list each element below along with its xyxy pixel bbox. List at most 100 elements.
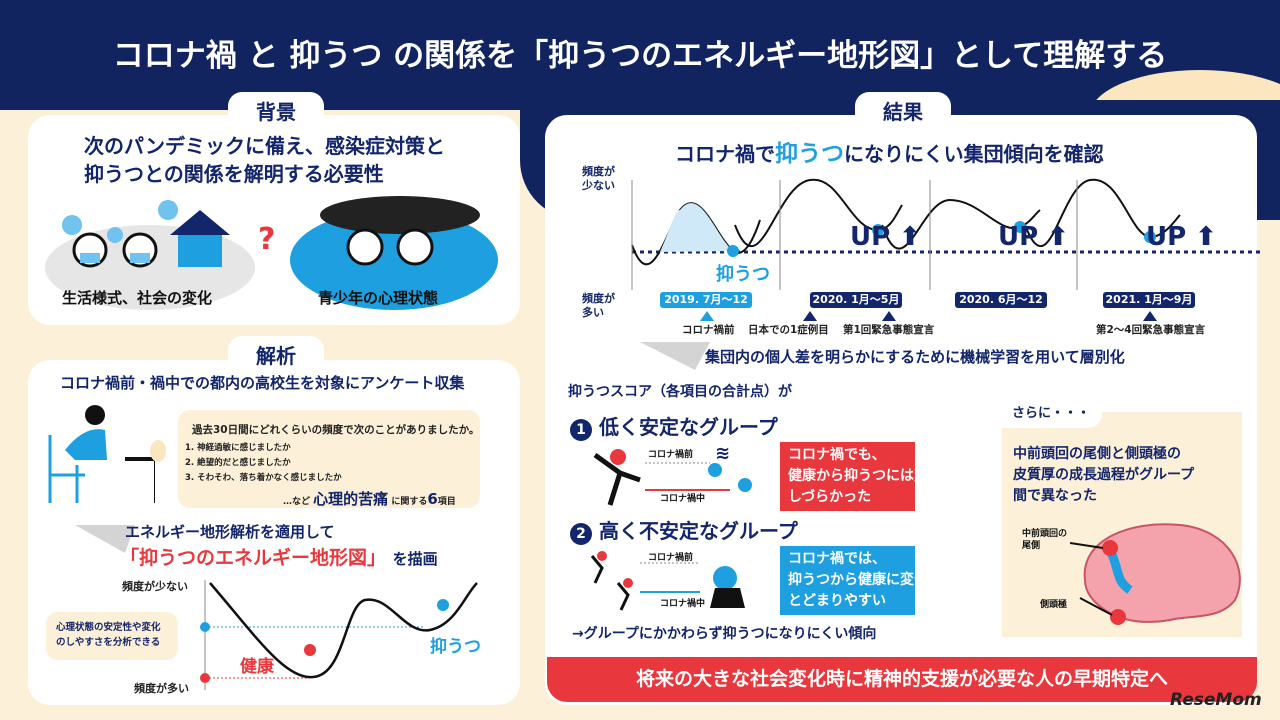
axis-top-label: 頻度が少ない: [122, 580, 188, 593]
survey-etc: …など 心理的苦痛 に関する6項目: [283, 488, 456, 509]
question-mark-icon: ?: [258, 222, 276, 257]
group2-number-badge: 2: [570, 523, 592, 545]
etc-count: 6: [427, 490, 438, 508]
event-marker: [1143, 311, 1157, 321]
group2-before-label: コロナ禍前: [648, 553, 694, 563]
event-label: コロナ禍前: [682, 324, 735, 336]
apply-line: エネルギー地形解析を適用して: [125, 523, 335, 541]
landscape-series-diagram: [631, 178, 1260, 290]
background-heading-1: 次のパンデミックに備え、感染症対策と: [84, 134, 445, 158]
society-label: 生活様式、社会の変化: [62, 289, 213, 307]
further-tab: さらに・・・: [1012, 406, 1091, 421]
youth-faces-icon: [346, 228, 434, 266]
down-arrow-icon: [640, 342, 710, 370]
etc-keyword: 心理的苦痛: [313, 490, 389, 508]
further-line: 間で異なった: [1013, 488, 1097, 504]
group2-transition-illustration: [590, 551, 745, 611]
thought-bubble-icon: [150, 440, 166, 462]
analysis-heading: コロナ禍前・禍中での都内の高校生を対象にアンケート収集: [60, 374, 465, 392]
dark-cloud-icon: [320, 196, 480, 234]
event-marker: [882, 311, 896, 321]
etc-unit: 項目: [437, 497, 456, 507]
event-label: 第1回緊急事態宣言: [843, 324, 935, 336]
up-label: UP ⬆: [850, 222, 922, 252]
period-badge: 2020. 1月～5月: [810, 292, 902, 308]
tab-background: 背景: [228, 92, 324, 124]
group1-title: 1 低く安定なグループ: [570, 411, 778, 441]
group1-result-line: コロナ禍でも、: [788, 447, 886, 463]
axis-bottom-label: 頻度が多い: [134, 682, 189, 695]
further-tab-bg: [1002, 400, 1102, 428]
healthy-label: 健康: [240, 657, 274, 677]
group1-result-line: しづらかった: [788, 489, 872, 505]
survey-question: 過去30日間にどれくらいの頻度で次のことがありましたか。: [192, 424, 480, 436]
further-line: 皮質厚の成長過程がグループ: [1013, 467, 1195, 483]
people-virus-house-icon: [62, 200, 230, 268]
group1-before-label: コロナ禍前: [648, 450, 694, 460]
analysis-note: 心理状態の安定性や変化のしやすさを分析できる: [46, 612, 178, 660]
student-at-desk-icon: [48, 405, 155, 503]
group2-title: 2 高く不安定なグループ: [570, 515, 798, 545]
page-title: コロナ禍 と 抑うつ の関係を「抑うつのエネルギー地形図」として理解する: [112, 38, 1168, 74]
group1-transition-illustration: [593, 449, 752, 506]
group1-during-label: コロナ禍中: [660, 494, 706, 504]
brain-illustration: [1070, 523, 1241, 625]
map-title-line: 「抑うつのエネルギー地形図」 を描画: [120, 543, 438, 570]
tab-analysis: 解析: [228, 336, 324, 368]
period-badge: 2019. 7月～12月: [660, 292, 752, 322]
results-axis-top: 頻度が少ない: [582, 165, 615, 192]
event-marker: [803, 311, 817, 321]
up-text: UP: [850, 222, 891, 252]
group1-result-line: 健康から抑うつには変化: [788, 468, 942, 484]
survey-item: 2. 絶望的だと感じましたか: [185, 458, 291, 468]
group2-result-line: とどまりやすい: [788, 593, 886, 609]
survey-box: [178, 410, 480, 508]
brain-label-temporal: 側頭極: [1040, 600, 1068, 610]
survey-item: 1. 神経過敏に感じましたか: [185, 443, 291, 453]
period-badge: 2020. 6月～12月: [955, 292, 1047, 322]
map-suffix: を描画: [392, 550, 438, 568]
results-axis-bottom: 頻度が多い: [582, 292, 615, 319]
survey-item: 3. そわそわ、落ち着かなく感じましたか: [185, 473, 342, 483]
group2-during-label: コロナ禍中: [660, 599, 706, 609]
sigh-icon: ≋: [715, 443, 731, 464]
group1-title-text: 低く安定なグループ: [598, 415, 778, 439]
score-label: 抑うつスコア（各項目の合計点）が: [568, 384, 792, 400]
group2-result-line: 抑うつから健康に変化して: [788, 572, 956, 588]
group1-number-badge: 1: [570, 419, 592, 441]
further-line: 中前頭回の尾側と側頭極の: [1013, 446, 1181, 462]
period-badge: 2021. 1月～9月: [1103, 292, 1195, 308]
group2-title-text: 高く不安定なグループ: [598, 519, 798, 543]
tab-results: 結果: [855, 92, 951, 124]
heading-key: 抑うつ: [775, 141, 844, 167]
up-text: UP: [998, 222, 1039, 252]
event-marker: [700, 311, 714, 321]
etc-suffix: に関する: [391, 497, 428, 507]
youth-label: 青少年の心理状態: [318, 289, 439, 307]
heading-pre: コロナ禍で: [675, 142, 775, 166]
group1-result-box: コロナ禍でも、 健康から抑うつには変化 しづらかった: [780, 442, 942, 511]
group2-result-box: コロナ禍では、 抑うつから健康に変化して とどまりやすい: [780, 546, 956, 615]
group2-result-line: コロナ禍では、: [788, 551, 886, 567]
energy-landscape-diagram: [200, 580, 478, 690]
header-background: [0, 0, 1280, 110]
up-label: UP ⬆: [998, 222, 1070, 252]
results-depressed-label: 抑うつ: [716, 264, 770, 285]
depressed-label: 抑うつ: [430, 637, 481, 657]
further-text: 中前頭回の尾側と側頭極の 皮質厚の成長過程がグループ 間で異なった: [1013, 444, 1194, 507]
event-label: 第2～4回緊急事態宣言: [1096, 324, 1206, 336]
conclusion-banner: 将来の大きな社会変化時に精神的支援が必要な人の早期特定へ: [547, 657, 1257, 702]
map-title: 「抑うつのエネルギー地形図」: [120, 547, 387, 569]
brain-label-mfg: 中前頭回の尾側: [1022, 529, 1068, 551]
heading-post: になりにくい集団傾向を確認: [844, 142, 1104, 166]
down-arrow-icon: [75, 525, 135, 553]
event-label: 日本での1症例目: [748, 324, 829, 336]
results-heading: コロナ禍で抑うつになりにくい集団傾向を確認: [675, 134, 1104, 168]
up-text: UP: [1146, 222, 1187, 252]
background-heading-2: 抑うつとの関係を解明する必要性: [84, 162, 384, 186]
up-label: UP ⬆: [1146, 222, 1218, 252]
stratify-text: 集団内の個人差を明らかにするために機械学習を用いて層別化: [705, 348, 1125, 366]
resemom-logo: ReseMom: [1170, 690, 1262, 710]
etc-prefix: …など: [283, 497, 311, 507]
conclusion-text: →グループにかかわらず抑うつになりにくい傾向: [572, 626, 877, 642]
